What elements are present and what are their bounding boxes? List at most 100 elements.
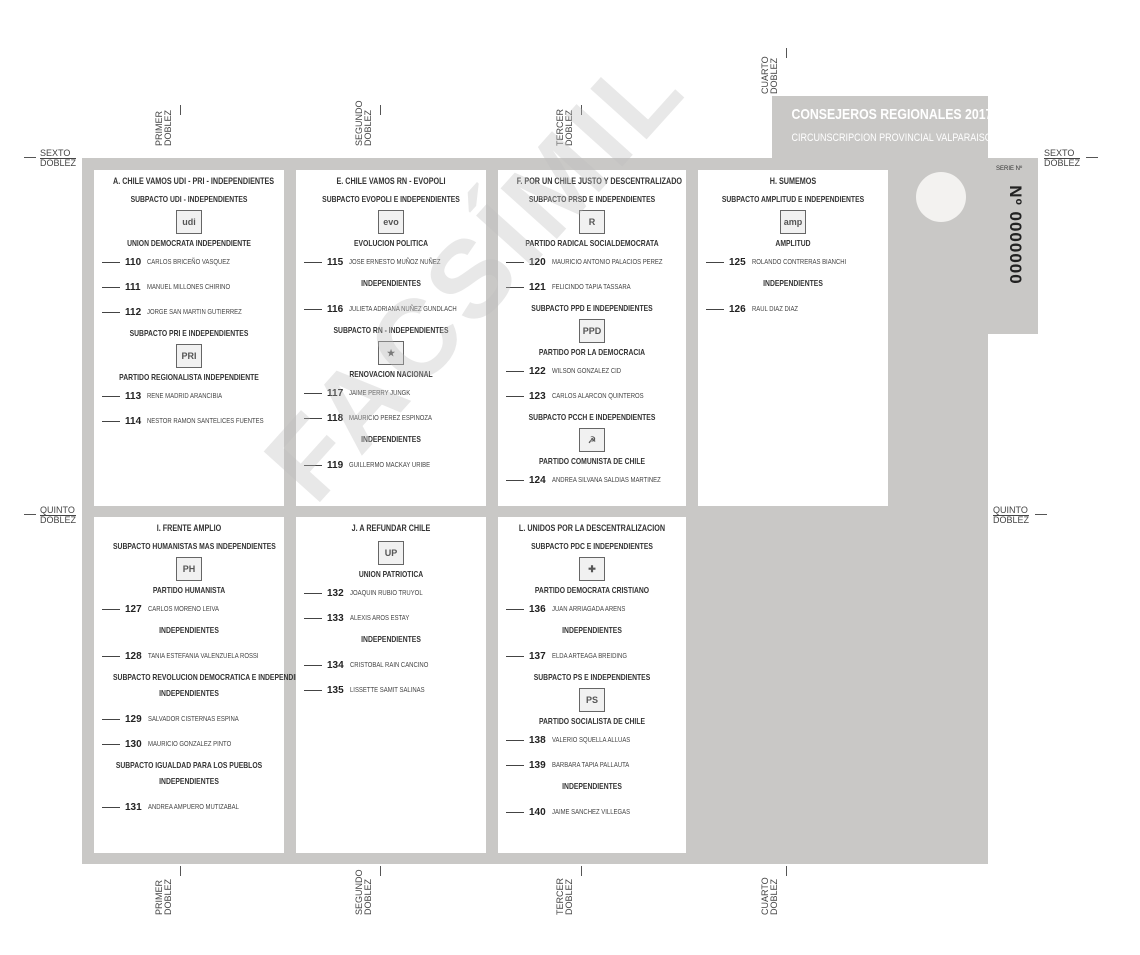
vote-line[interactable] xyxy=(304,392,322,394)
candidate-name: ANDREA SILVANA SALDIAS MARTINEZ xyxy=(551,476,661,484)
vote-line[interactable] xyxy=(506,764,524,766)
vote-line[interactable] xyxy=(102,655,120,657)
fold-tick xyxy=(24,157,36,158)
candidate-name: VALERIO SQUELLA ALLUAS xyxy=(551,736,630,744)
list-title: E. CHILE VAMOS RN - EVOPOLI xyxy=(336,176,446,186)
candidate-number: 138 xyxy=(529,734,546,746)
vote-line[interactable] xyxy=(304,261,322,263)
candidate-number: 115 xyxy=(327,256,344,268)
vote-line[interactable] xyxy=(506,395,524,397)
vote-line[interactable] xyxy=(506,286,524,288)
vote-line[interactable] xyxy=(506,370,524,372)
independents-label: INDEPENDIENTES xyxy=(159,625,219,635)
vote-line[interactable] xyxy=(102,286,120,288)
stamp-circle xyxy=(916,172,966,222)
candidate-number: 137 xyxy=(529,650,546,662)
vote-line[interactable] xyxy=(304,464,322,466)
candidate-number: 123 xyxy=(529,390,546,402)
list-panel-a: A. CHILE VAMOS UDI - PRI - INDEPENDIENTE… xyxy=(94,170,284,506)
vote-line[interactable] xyxy=(102,608,120,610)
subpact-label: SUBPACTO UDI - INDEPENDIENTES xyxy=(130,194,248,204)
vote-line[interactable] xyxy=(304,664,322,666)
fold-tick xyxy=(1086,157,1098,158)
candidate-name: JOSE ERNESTO MUÑOZ NUÑEZ xyxy=(349,258,441,266)
party-name: EVOLUCION POLITICA xyxy=(353,238,429,248)
candidate-row[interactable]: 115 JOSE ERNESTO MUÑOZ NUÑEZ xyxy=(304,255,457,269)
candidate-number: 121 xyxy=(529,281,546,293)
vote-line[interactable] xyxy=(304,592,322,594)
vote-line[interactable] xyxy=(304,417,322,419)
party-name: PARTIDO HUMANISTA xyxy=(152,585,226,595)
vote-line[interactable] xyxy=(506,739,524,741)
party-logo: ☭ xyxy=(579,428,605,452)
vote-line[interactable] xyxy=(506,811,524,813)
vote-line[interactable] xyxy=(706,308,724,310)
independents-label: INDEPENDIENTES xyxy=(562,781,622,791)
vote-line[interactable] xyxy=(506,479,524,481)
vote-line[interactable] xyxy=(102,311,120,313)
vote-line[interactable] xyxy=(102,743,120,745)
candidate-row[interactable]: 138 VALERIO SQUELLA ALLUAS xyxy=(506,733,644,747)
subpact-label: SUBPACTO REVOLUCION DEMOCRATICA E INDEPE… xyxy=(113,672,318,682)
vote-line[interactable] xyxy=(506,608,524,610)
vote-line[interactable] xyxy=(102,395,120,397)
party-logo: evo xyxy=(378,210,404,234)
vote-line[interactable] xyxy=(506,655,524,657)
vote-line[interactable] xyxy=(102,261,120,263)
vote-line[interactable] xyxy=(304,308,322,310)
independents-label: INDEPENDIENTES xyxy=(763,278,823,288)
candidate-number: 132 xyxy=(327,587,344,599)
candidate-name: MAURICIO GONZALEZ PINTO xyxy=(147,740,231,748)
candidate-number: 113 xyxy=(125,390,142,402)
independents-label: INDEPENDIENTES xyxy=(361,278,421,288)
vote-line[interactable] xyxy=(506,261,524,263)
vote-line[interactable] xyxy=(102,718,120,720)
vote-line[interactable] xyxy=(706,261,724,263)
vote-line[interactable] xyxy=(304,617,322,619)
candidate-name: MAURICIO PEREZ ESPINOZA xyxy=(349,414,433,422)
vote-line[interactable] xyxy=(304,689,322,691)
party-name: PARTIDO COMUNISTA DE CHILE xyxy=(538,456,646,466)
party-logo: ✚ xyxy=(579,557,605,581)
serie-number-text: Nº 0000000 xyxy=(1006,185,1025,285)
vote-line[interactable] xyxy=(102,806,120,808)
serie-number: Nº 0000000 xyxy=(990,180,1040,290)
party-name: RENOVACION NACIONAL xyxy=(349,369,433,379)
vote-line[interactable] xyxy=(102,420,120,422)
candidate-name: NESTOR RAMON SANTELICES FUENTES xyxy=(147,417,264,425)
